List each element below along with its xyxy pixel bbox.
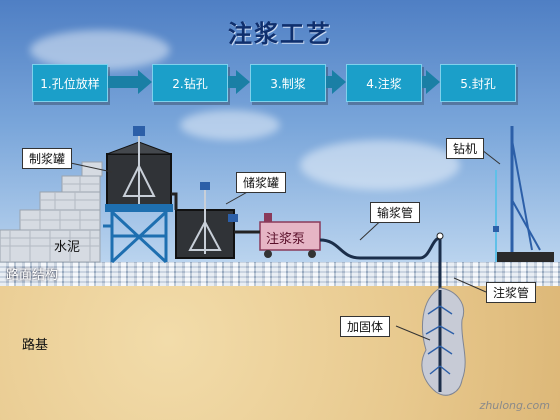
step-5-box: 5.封孔 (440, 64, 516, 102)
label-grout-pipe: 注浆管 (486, 282, 537, 303)
label-pavement: 路面结构 (6, 268, 59, 283)
label-mixing-tank: 制浆罐 (22, 148, 73, 169)
storage-tank (175, 182, 238, 259)
step-4-box: 4.注浆 (346, 64, 422, 102)
arrow-4 (422, 70, 440, 94)
delivery-pipe (319, 236, 442, 290)
label-grout-pump: 注浆泵 (266, 232, 306, 247)
subgrade-soil (0, 286, 560, 420)
mixing-tank (103, 126, 173, 264)
drill-rig (493, 126, 554, 262)
step-1-box: 1.孔位放样 (32, 64, 108, 102)
pipe-joint (436, 232, 444, 240)
pavement-layer (0, 262, 560, 286)
step-2-box: 2.钻孔 (152, 64, 228, 102)
label-storage-tank: 储浆罐 (236, 172, 287, 193)
arrow-3 (326, 70, 346, 94)
page-title: 注浆工艺 (228, 20, 332, 48)
transfer-pipe (171, 192, 178, 210)
cement-bags (0, 161, 103, 263)
label-subgrade: 路基 (22, 338, 49, 353)
grout-hole (421, 287, 466, 396)
grout-pump (259, 213, 321, 258)
label-delivery-pipe: 输浆管 (370, 202, 421, 223)
step-3-box: 3.制浆 (250, 64, 326, 102)
cloud (180, 110, 280, 140)
arrow-1 (108, 70, 152, 94)
cloud (30, 30, 170, 70)
arrow-2 (228, 70, 250, 94)
flow-arrows (108, 70, 440, 94)
label-reinforced-body: 加固体 (340, 316, 391, 337)
label-cement: 水泥 (54, 240, 81, 255)
label-drill-rig: 钻机 (446, 138, 485, 159)
cloud (300, 140, 460, 190)
watermark: zhulong.com (479, 399, 550, 412)
